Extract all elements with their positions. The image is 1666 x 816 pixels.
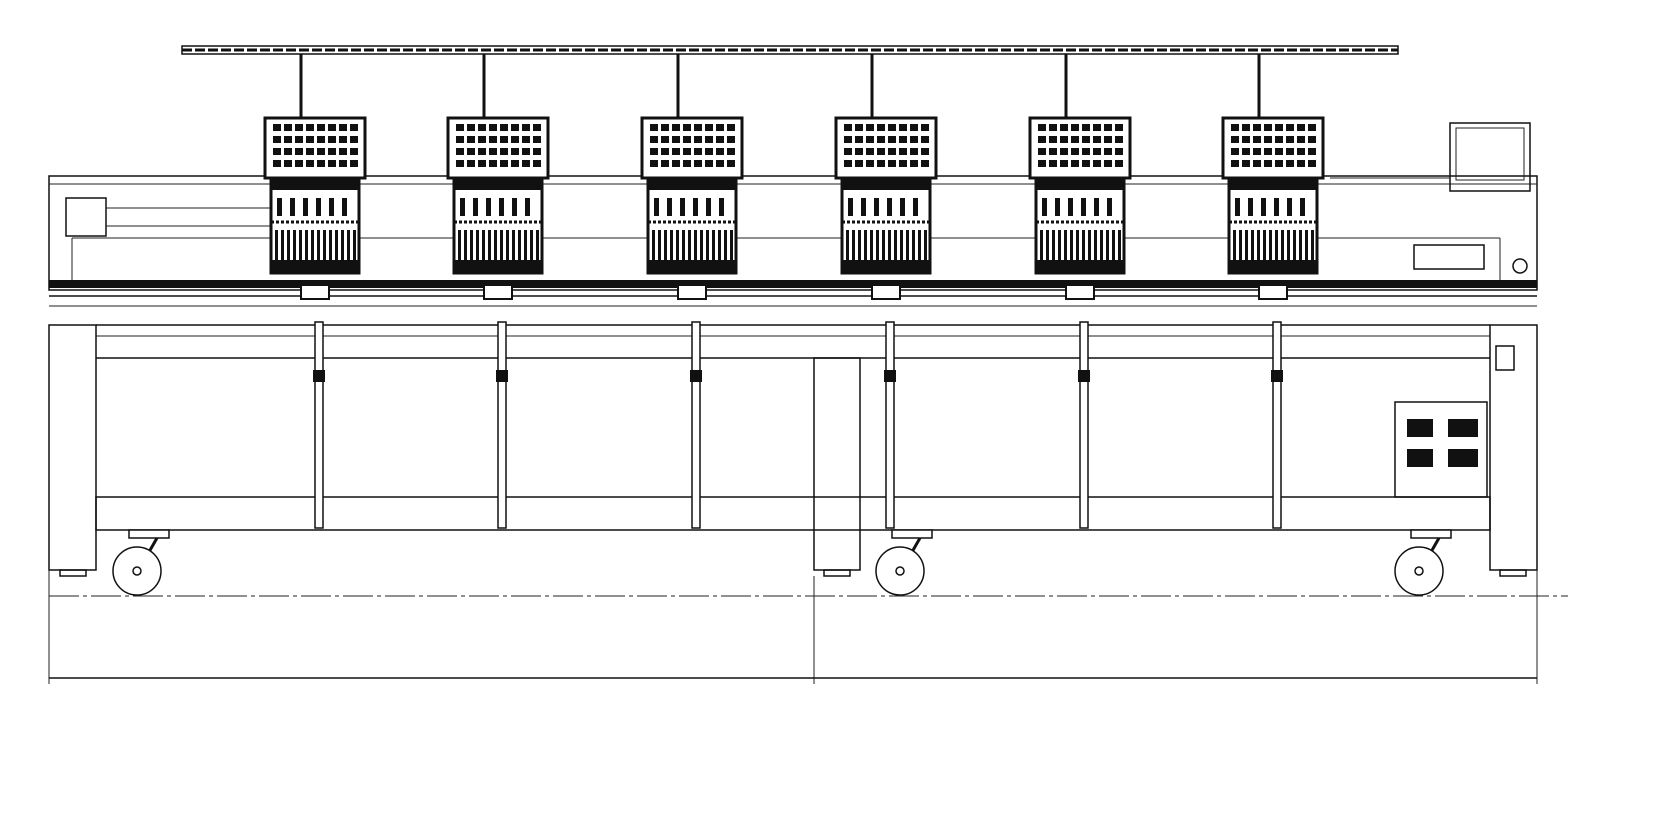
embroidery-head: [446, 54, 550, 529]
lower-beam: [95, 496, 1491, 531]
caster-wheel: [1394, 529, 1452, 596]
caster-wheel: [112, 529, 170, 596]
power-switch-icon: [1512, 258, 1528, 274]
thread-stand-bar: [181, 45, 1399, 55]
embroidery-head: [1028, 54, 1132, 529]
embroidery-head: [263, 54, 367, 529]
table-band: [49, 280, 1537, 359]
dimension-line: [48, 570, 1538, 684]
left-switch-box: [65, 197, 107, 237]
embroidery-heads: [263, 54, 1325, 529]
control-box: [1394, 401, 1488, 498]
caster-wheels: [112, 529, 1452, 596]
right-panel-box: [1413, 244, 1485, 270]
embroidery-head: [1221, 54, 1325, 529]
control-monitor: [1330, 122, 1531, 192]
frame-legs: [48, 324, 1538, 577]
caster-wheel: [875, 529, 933, 596]
emergency-switch-icon: [1495, 345, 1515, 371]
embroidery-head: [640, 54, 744, 529]
embroidery-head: [834, 54, 938, 529]
